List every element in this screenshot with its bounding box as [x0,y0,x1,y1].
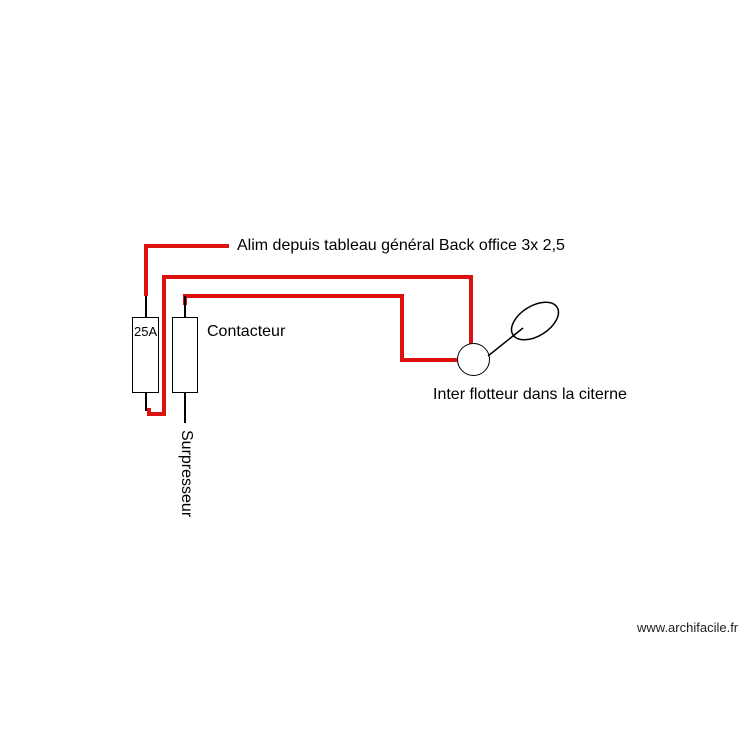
float-bulb-ellipse [510,301,560,341]
watermark: www.archifacile.fr [637,620,739,635]
float-switch-circle [457,343,490,376]
contactor-bottom-lead [184,393,186,423]
float-switch-label: Inter flotteur dans la citerne [433,386,627,403]
supply-wire-horizontal [144,244,229,248]
supply-wire-vertical [144,244,148,296]
breaker-wire-riser [162,275,166,416]
contactor-wire-run [183,294,404,298]
breaker-top-lead [145,296,147,317]
breaker-wire-drop-to-float [469,275,473,346]
breaker-wire-bottom-bend [147,412,166,416]
float-switch-arm [487,301,560,357]
contactor-wire-drop [400,294,404,362]
breaker-bottom-lead [145,393,147,411]
breaker-label: 25A [134,324,158,339]
breaker-box [132,317,159,393]
contactor-box [172,317,198,393]
contactor-label: Contacteur [207,323,286,340]
supply-label: Alim depuis tableau général Back office … [237,237,565,254]
float-arm-line [487,327,524,357]
contactor-wire-run-to-float [400,358,458,362]
pump-label: Surpresseur [178,430,195,518]
contactor-top-lead [184,296,186,317]
breaker-wire-top-run [162,275,473,279]
